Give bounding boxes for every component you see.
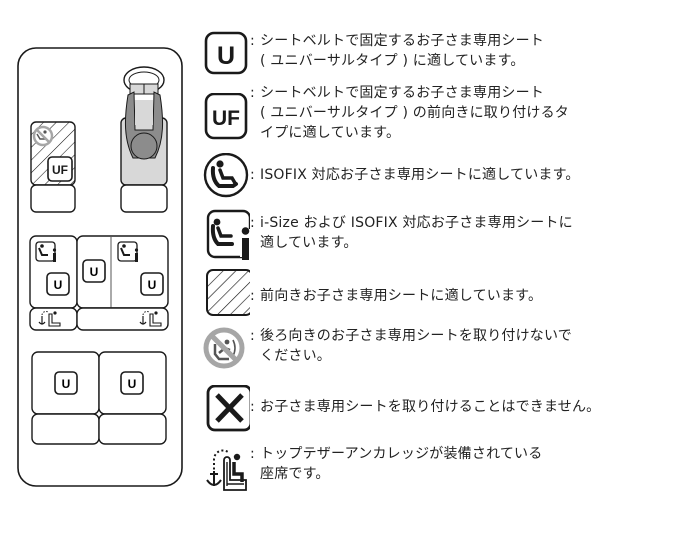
legend-text-line: ( ユニバーサルタイプ ) の前向きに取り付けるタ	[260, 105, 569, 121]
vehicle-seat-diagram: UF	[17, 47, 183, 487]
legend-text-line: ( ユニバーサルタイプ ) に適しています。	[260, 53, 525, 69]
u-icon-label: U	[217, 42, 235, 70]
u-badge-label: U	[128, 377, 137, 391]
third-row-seats: U U	[31, 351, 167, 445]
i-size-isofix-icon	[206, 209, 250, 260]
u-badge: U	[46, 272, 70, 296]
not-allowed-x-icon	[206, 385, 250, 432]
legend-text-line: イプに適しています。	[260, 125, 401, 141]
i-size-isofix-icon	[117, 241, 139, 262]
legend-text-line: i-Size および ISOFIX 対応お子さま専用シートに	[260, 215, 573, 231]
legend-text-line: 適しています。	[260, 235, 358, 251]
driver-seat	[120, 66, 168, 213]
legend-text-line: シートベルトで固定するお子さま専用シート	[260, 33, 544, 49]
top-tether-anchor-icon	[38, 310, 61, 327]
i-size-isofix-icon	[35, 241, 57, 262]
legend-text-line: 前向きお子さま専用シートに適しています。	[260, 288, 543, 304]
uf-badge-label: UF	[52, 163, 68, 177]
legend-text-line: 後ろ向きのお子さま専用シートを取り付けないで	[260, 328, 572, 344]
legend-text-line: ISOFIX 対応お子さま専用シートに適しています。	[260, 167, 580, 183]
legend-text-line: 座席です。	[260, 466, 330, 482]
legend-text-line: お子さま専用シートを取り付けることはできません。	[260, 399, 601, 415]
u-badge-label: U	[90, 265, 99, 279]
front-passenger-seat: UF	[30, 121, 76, 213]
isofix-child-seat-icon	[203, 153, 249, 198]
legend-text-line: シートベルトで固定するお子さま専用シート	[260, 85, 544, 101]
uf-icon-label: UF	[212, 107, 240, 130]
uf-badge: UF	[47, 156, 73, 182]
no-rear-facing-icon	[203, 327, 245, 369]
u-badge: U	[120, 371, 144, 395]
top-tether-anchor-icon	[206, 449, 247, 491]
no-rear-facing-icon	[32, 125, 54, 147]
top-tether-anchor-icon	[139, 310, 162, 327]
steering-wheel-icon	[123, 66, 165, 95]
legend-text-line: トップテザーアンカレッジが装備されている	[260, 446, 543, 462]
hatched-forward-facing-icon	[206, 269, 250, 316]
u-badge-label: U	[148, 278, 157, 292]
u-badge: U	[140, 272, 164, 296]
universal-forward-uf-icon: UF	[204, 93, 248, 140]
second-row-seats: U U U	[29, 235, 169, 331]
driver-figure-icon	[124, 91, 164, 160]
u-badge-label: U	[62, 377, 71, 391]
universal-u-icon: U	[204, 31, 248, 75]
u-badge: U	[54, 371, 78, 395]
u-badge-label: U	[54, 278, 63, 292]
legend-text-line: ください。	[260, 348, 331, 364]
u-badge: U	[82, 259, 106, 283]
